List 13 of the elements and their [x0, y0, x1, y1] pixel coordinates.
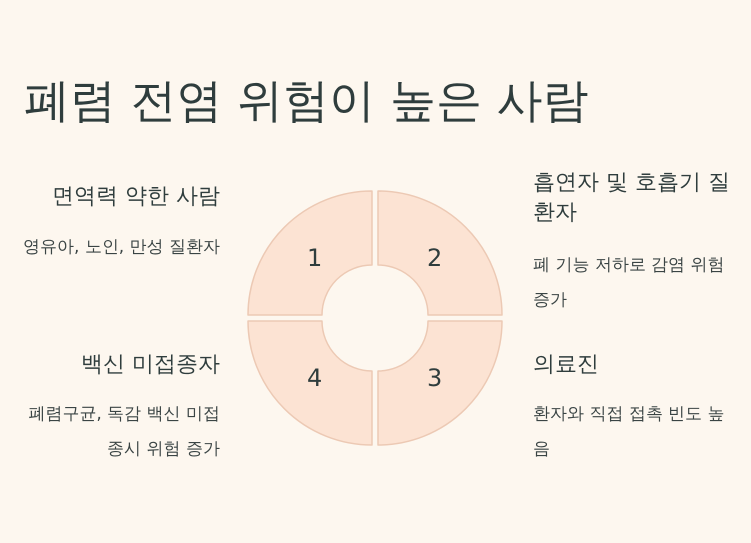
item-description: 영유아, 노인, 만성 질환자: [22, 236, 220, 259]
item-heading: 의료진: [533, 351, 600, 379]
segment-number: 3: [427, 364, 442, 392]
item-description: 환자와 직접 접촉 빈도 높음: [533, 403, 726, 461]
segment-number: 4: [307, 364, 322, 392]
item-heading: 흡연자 및 호흡기 질환자: [533, 169, 731, 227]
item-description: 폐 기능 저하로 감염 위험 증가: [533, 254, 726, 312]
segment-number: 2: [427, 244, 442, 272]
segment-number: 1: [307, 244, 322, 272]
item-heading: 면역력 약한 사람: [51, 183, 220, 211]
title: 폐렴 전염 위험이 높은 사람: [24, 72, 588, 129]
item-description: 폐렴구균, 독감 백신 미접종시 위험 증가: [27, 403, 220, 461]
item-heading: 백신 미접종자: [80, 351, 220, 379]
